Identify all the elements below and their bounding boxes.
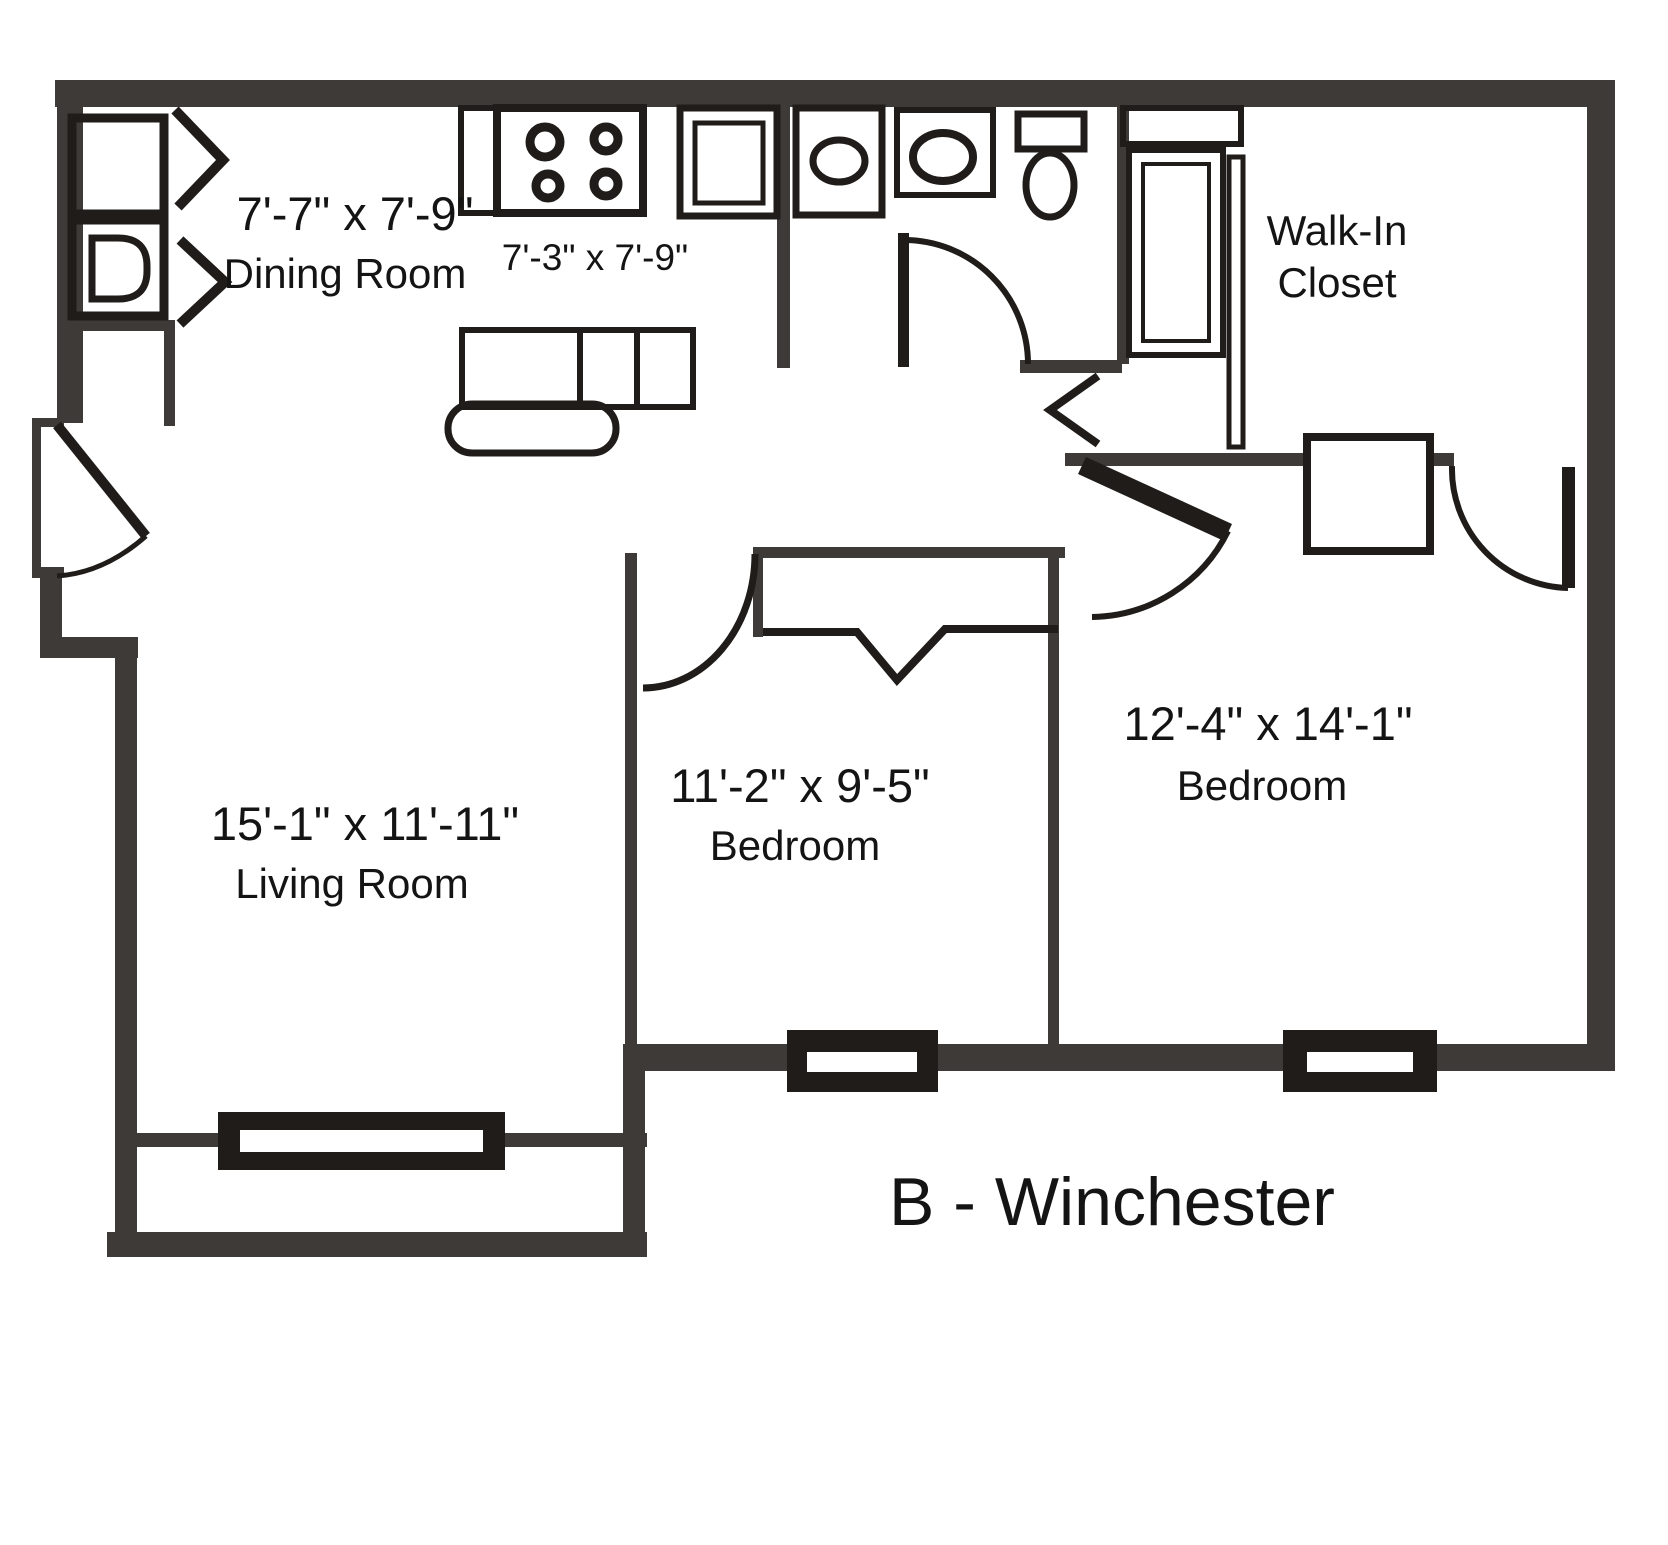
wall-bath-south [1020, 360, 1122, 373]
entry-door-swing-icon [56, 534, 148, 579]
bifold-door-icon [1043, 372, 1101, 448]
kitchen-peninsula-icon [444, 400, 620, 457]
middle-bedroom-closet-bifold-icon [763, 625, 1058, 687]
hall-and-walkin-closet [1043, 105, 1575, 591]
wall-midbedroom-west [625, 553, 637, 1045]
wall-living-west [115, 645, 137, 1257]
kitchen-dimensions: 7'-3" x 7'-9" [502, 237, 688, 278]
hall-closet-icon [1126, 147, 1226, 358]
refrigerator-inner-icon [692, 120, 766, 206]
wall-top [55, 80, 1615, 107]
wall-between-bedrooms [1048, 556, 1059, 1045]
wall-laundry-bottom [63, 320, 175, 331]
large-bedroom-door-swing-icon [1091, 529, 1231, 620]
burner-icon [531, 169, 565, 203]
hall-closet-inner-icon [1141, 162, 1211, 343]
dryer-door-icon [88, 234, 151, 303]
walk-in-closet-label-line1: Walk-In [1267, 207, 1408, 254]
living-room-label: Living Room [235, 860, 468, 907]
walk-in-closet-label-line2: Closet [1277, 259, 1396, 306]
bathroom-door-leaf [898, 233, 909, 367]
large-bedroom-dimensions: 12'-4" x 14'-1" [1123, 697, 1412, 750]
entry-frame-top [32, 418, 64, 427]
entry-door [53, 421, 150, 579]
wall-bottom-bedrooms [623, 1044, 1615, 1071]
windows [218, 1030, 1437, 1170]
wall-left-stub [40, 568, 62, 652]
wall-left-step [40, 637, 138, 658]
wall-balcony-right [623, 1070, 645, 1257]
wall-walkin-south-left [1065, 453, 1310, 466]
closet-shelf-icon [1120, 105, 1244, 147]
bedroom-closet-icon [1303, 433, 1434, 555]
bathroom-door-swing-icon [903, 237, 1031, 365]
vanity-icon [894, 107, 996, 198]
dining-room-label: Dining Room [224, 250, 467, 297]
large-bedroom-label: Bedroom [1177, 762, 1347, 809]
walkin-door-leaf [1562, 467, 1575, 588]
plan-title: B - Winchester [889, 1164, 1335, 1240]
walkin-door-swing-icon [1448, 465, 1569, 591]
laundry-closet [67, 106, 233, 328]
burner-icon [589, 167, 623, 201]
kitchen-fixtures [444, 104, 781, 457]
middle-bedroom-label: Bedroom [710, 822, 880, 869]
burner-icon [525, 122, 565, 162]
entry-door-frame [32, 420, 41, 578]
sink-icon [809, 136, 869, 186]
bifold-door-icon [176, 236, 233, 328]
entry-frame-bottom [32, 567, 64, 576]
vanity-icon [792, 104, 886, 219]
washer-icon [67, 113, 169, 219]
wall-midbedroom-closet-top [753, 547, 1065, 558]
wall-living-south-right [501, 1133, 647, 1147]
dryer-icon [67, 215, 169, 321]
bedroom-doors [642, 457, 1232, 692]
large-bedroom-door-leaf [1078, 457, 1232, 541]
room-labels: 7'-7" x 7'-9" Dining Room 7'-3" x 7'-9" … [211, 187, 1413, 1240]
wall-laundry-east [164, 320, 175, 426]
wall-living-south-left [137, 1133, 222, 1147]
refrigerator-icon [676, 104, 781, 220]
entry-door-leaf [53, 421, 150, 540]
bifold-door-icon [171, 106, 230, 211]
wall-balcony-bottom [107, 1232, 647, 1257]
burner-icon [589, 122, 623, 156]
stove-icon [493, 104, 647, 217]
exterior-walls [40, 80, 1615, 1257]
middle-bedroom-dimensions: 11'-2" x 9'-5" [670, 759, 929, 812]
middle-bedroom-door-swing-icon [642, 553, 759, 692]
wall-right [1587, 80, 1615, 1071]
living-room-dimensions: 15'-1" x 11'-11" [211, 797, 519, 850]
sink-icon [909, 129, 977, 185]
toilet-tank-icon [1014, 110, 1088, 153]
bathroom-fixtures [792, 104, 1088, 367]
toilet-bowl-icon [1022, 149, 1078, 221]
walkin-west-partition [1226, 154, 1246, 450]
dining-room-dimensions: 7'-7" x 7'-9" [237, 187, 474, 240]
wall-walkin-south-right [1428, 453, 1454, 466]
wall-midbedroom-closet-post [753, 547, 763, 637]
